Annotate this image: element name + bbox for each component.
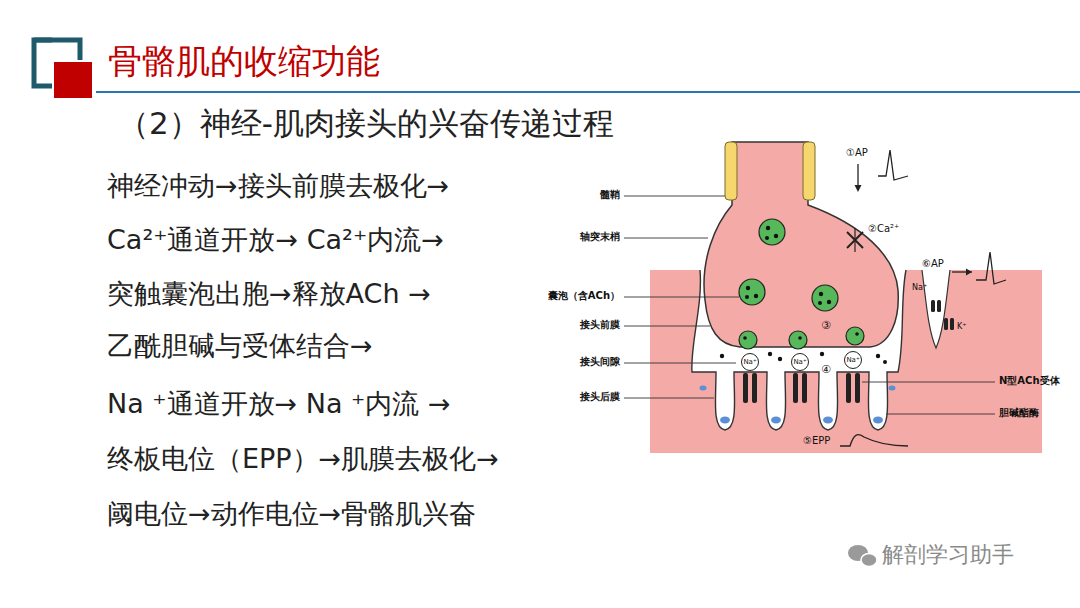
sodium-ion: [742, 352, 862, 371]
ion-label: Na⁺: [846, 356, 859, 364]
ion-label: K⁺: [957, 322, 966, 331]
part-label: 髓鞘: [600, 189, 620, 201]
part-label: 胆碱酯酶: [999, 407, 1039, 419]
synaptic-vesicle: [739, 219, 864, 349]
ach-receptor: [743, 373, 860, 403]
acetylcholine-dot: [720, 226, 887, 364]
process-line: 神经冲动→接头前膜去极化→: [107, 170, 449, 201]
callout-number: ⑤EPP: [803, 435, 830, 447]
part-label: N型ACh受体: [999, 375, 1060, 387]
calcium-channel: [847, 228, 863, 252]
muscle-invagination: [922, 270, 950, 348]
ion-channel: [931, 300, 954, 330]
epp-waveform: [840, 435, 908, 446]
leader-line: [624, 196, 995, 414]
callout-number: ④: [821, 364, 831, 377]
part-label: 囊泡（含ACh）: [548, 290, 620, 302]
watermark-icon: [848, 545, 877, 567]
part-label: 接头间隙: [580, 356, 620, 368]
process-line: 阈电位→动作电位→骨骼肌兴奋: [107, 498, 476, 529]
ion-label: Na⁺: [793, 358, 806, 366]
part-label: 接头后膜: [580, 391, 620, 403]
ap-arrow: [857, 164, 858, 188]
process-line: 突触囊泡出胞→释放ACh →: [107, 278, 431, 309]
callout-number: ③: [821, 320, 831, 333]
logo-frame: [34, 40, 52, 86]
ap-waveform: [976, 252, 1006, 284]
process-line: Ca²⁺通道开放→ Ca²⁺内流→: [107, 224, 444, 255]
process-line: 乙酰胆碱与受体结合→: [107, 330, 373, 361]
myelin-sheath: [725, 142, 737, 200]
ion-label: Na⁺: [743, 358, 756, 366]
ap-waveform: [878, 150, 908, 180]
process-line: 终板电位（EPP）→肌膜去极化→: [107, 443, 499, 474]
cholinesterase: [700, 386, 896, 424]
part-label: 接头前膜: [580, 319, 620, 331]
ap-arrow: [966, 269, 972, 276]
logo-square: [54, 62, 92, 98]
axon-terminal: [704, 142, 898, 347]
ap-arrow: [855, 185, 862, 192]
part-label: 轴突末梢: [580, 231, 620, 243]
slide-title: 骨骼肌的收缩功能: [108, 42, 380, 81]
process-line: Na ⁺通道开放→ Na ⁺内流 →: [107, 388, 451, 419]
logo-frame: [34, 40, 80, 60]
title-rule: [96, 91, 1080, 93]
subtitle: （2）神经-肌肉接头的兴奋传递过程: [118, 106, 614, 142]
callout-number: ①AP: [846, 147, 868, 159]
ion-label: Na⁺: [912, 283, 927, 292]
muscle-invagination: [922, 270, 950, 348]
watermark: 解剖学习助手: [882, 542, 1014, 567]
myelin-sheath: [803, 142, 815, 200]
callout-number: ②Ca²⁺: [868, 223, 899, 235]
callout-number: ⑥AP: [922, 258, 944, 270]
